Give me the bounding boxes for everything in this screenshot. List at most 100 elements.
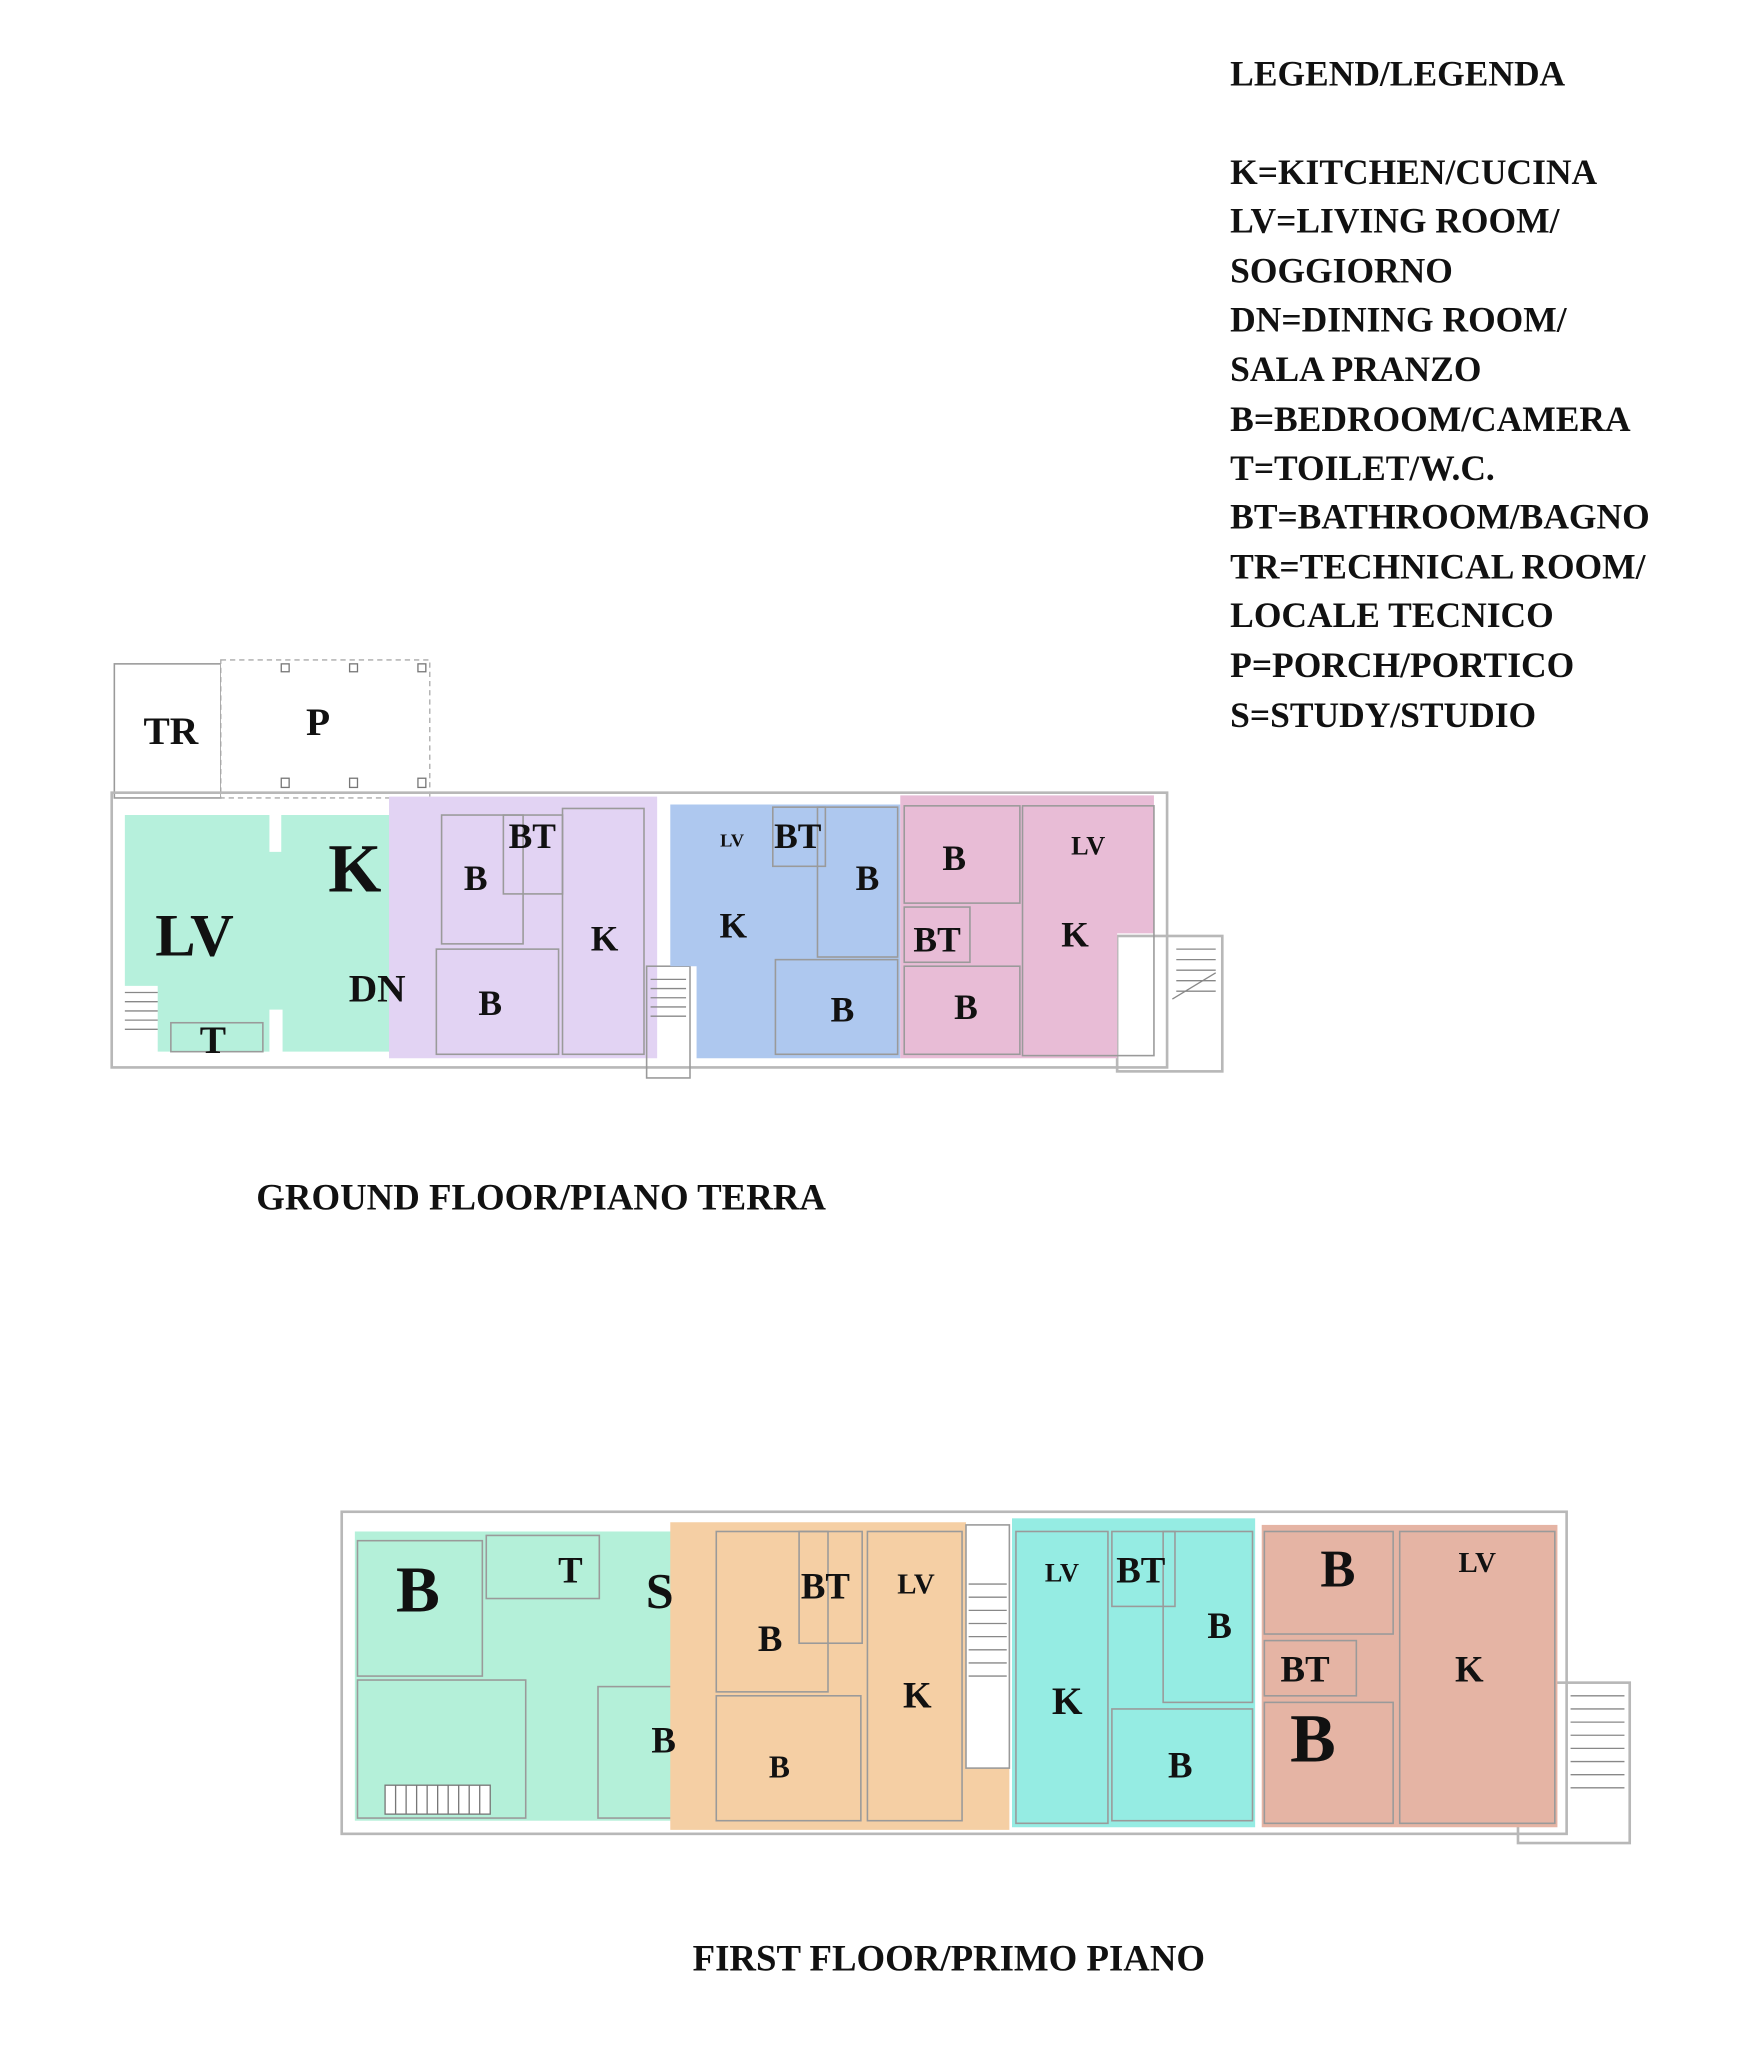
legend-item: SALA PRANZO	[1230, 349, 1481, 389]
first-floor-outline	[340, 1510, 1568, 1836]
room-bedroom	[435, 948, 560, 1056]
room-label: B	[1168, 1744, 1193, 1785]
unit-salmon	[1261, 1524, 1558, 1828]
legend-title: LEGEND/LEGENDA	[1230, 53, 1565, 93]
room-bedroom	[1263, 1701, 1394, 1825]
room-bedroom	[715, 1530, 829, 1693]
legend-item: T=TOILET/W.C.	[1230, 448, 1495, 488]
room-label: B	[758, 1618, 783, 1659]
room-bedroom	[774, 958, 899, 1056]
porch-column	[417, 663, 427, 673]
stairs-icon	[650, 978, 687, 1017]
room-label: K	[903, 1675, 932, 1716]
legend-item: K=KITCHEN/CUCINA	[1230, 152, 1597, 192]
room-label: K	[328, 830, 381, 906]
porch-column	[417, 777, 427, 789]
room-kitchen	[1021, 805, 1155, 1057]
legend: LEGEND/LEGENDA K=KITCHEN/CUCINA LV=LIVIN…	[1230, 53, 1650, 735]
room-label: BT	[509, 816, 557, 856]
legend-item: B=BEDROOM/CAMERA	[1230, 399, 1631, 439]
room-bathroom	[798, 1530, 863, 1645]
stair-corridor	[645, 965, 691, 1079]
room-label: T	[558, 1550, 583, 1591]
room-label: BT	[1116, 1550, 1165, 1591]
room-label: BT	[801, 1566, 850, 1607]
room-label: LV	[155, 903, 233, 970]
room-bedroom	[1162, 1530, 1254, 1704]
room-label: B	[856, 858, 880, 898]
room-kitchen	[1015, 1530, 1109, 1825]
room-toilet	[485, 1534, 601, 1600]
unit-pink	[900, 795, 1154, 1059]
room-label: DN	[349, 967, 406, 1011]
unit-cyan	[1012, 1518, 1256, 1828]
ground-floor-title: GROUND FLOOR/PIANO TERRA	[256, 1176, 826, 1217]
room-label: K	[1061, 914, 1089, 954]
room-label: B	[1320, 1541, 1355, 1599]
legend-item: BT=BATHROOM/BAGNO	[1230, 496, 1650, 536]
room-label: B	[464, 858, 488, 898]
porch-column	[280, 777, 290, 789]
room-label: B	[831, 989, 855, 1029]
right-stair-block	[1115, 934, 1224, 1073]
room-kitchen	[561, 807, 645, 1056]
porch-column	[348, 777, 359, 789]
legend-item: TR=TECHNICAL ROOM/	[1230, 546, 1646, 586]
stairs-icon	[968, 1583, 1007, 1677]
unit-orange	[670, 1522, 1010, 1830]
room-kitchen	[1398, 1530, 1556, 1825]
room-label: K	[591, 918, 619, 958]
room-label: B	[651, 1719, 676, 1760]
room-label: B	[1290, 1701, 1336, 1777]
ground-floor-plan: TR P K LV DN T B BT K B LV BT B K B B LV…	[110, 659, 1224, 1217]
legend-item: S=STUDY/STUDIO	[1230, 695, 1536, 735]
room-bedroom	[816, 806, 899, 958]
porch-area	[220, 659, 431, 799]
stairs-icon	[1172, 948, 1217, 1000]
room-label: LV	[1459, 1547, 1497, 1579]
room-bedroom	[715, 1695, 862, 1822]
room-label: K	[1455, 1648, 1484, 1689]
room-label: B	[954, 987, 978, 1027]
room-label: TR	[143, 709, 198, 753]
stairs-icon	[124, 991, 158, 1030]
porch-column	[280, 663, 290, 673]
room-bedroom	[440, 814, 524, 945]
porch-column	[348, 663, 359, 673]
unit-blue	[670, 804, 901, 1059]
room-bedroom	[1263, 1530, 1394, 1635]
room-label: B	[769, 1749, 790, 1784]
room-kitchen	[866, 1530, 963, 1822]
legend-item: LOCALE TECNICO	[1230, 595, 1554, 635]
room-label: BT	[1281, 1648, 1330, 1689]
room-label: B	[1207, 1605, 1232, 1646]
room-label: T	[200, 1018, 226, 1062]
room-label: LV	[1071, 831, 1105, 860]
room-label: LV	[720, 831, 745, 851]
room-label: P	[306, 700, 330, 744]
room-bedroom	[356, 1539, 484, 1677]
room-bedroom	[903, 965, 1021, 1056]
room-label: K	[720, 905, 748, 945]
first-floor-plan: B T S B BT B LV K B LV BT B K B B BT B L…	[340, 1510, 1632, 1979]
room-label: LV	[897, 1568, 935, 1600]
legend-item: LV=LIVING ROOM/	[1230, 201, 1560, 241]
first-floor-title: FIRST FLOOR/PRIMO PIANO	[693, 1938, 1205, 1979]
room-bedroom	[903, 805, 1021, 904]
ground-floor-outline	[110, 791, 1169, 1069]
room-bathroom	[772, 806, 827, 868]
room-label: BT	[913, 920, 961, 960]
room-stair-hall	[356, 1679, 527, 1819]
room-label: B	[942, 838, 966, 878]
room-bathroom	[903, 906, 971, 964]
toilet-room	[170, 1021, 264, 1053]
room-label: LV	[1045, 1558, 1079, 1587]
room-bathroom	[1111, 1530, 1176, 1608]
room-label: B	[396, 1554, 440, 1627]
room-label: S	[646, 1563, 674, 1619]
stair-corridor	[965, 1524, 1011, 1769]
legend-item: P=PORCH/PORTICO	[1230, 645, 1574, 685]
legend-item: SOGGIORNO	[1230, 251, 1453, 291]
stairs-icon	[384, 1784, 491, 1815]
